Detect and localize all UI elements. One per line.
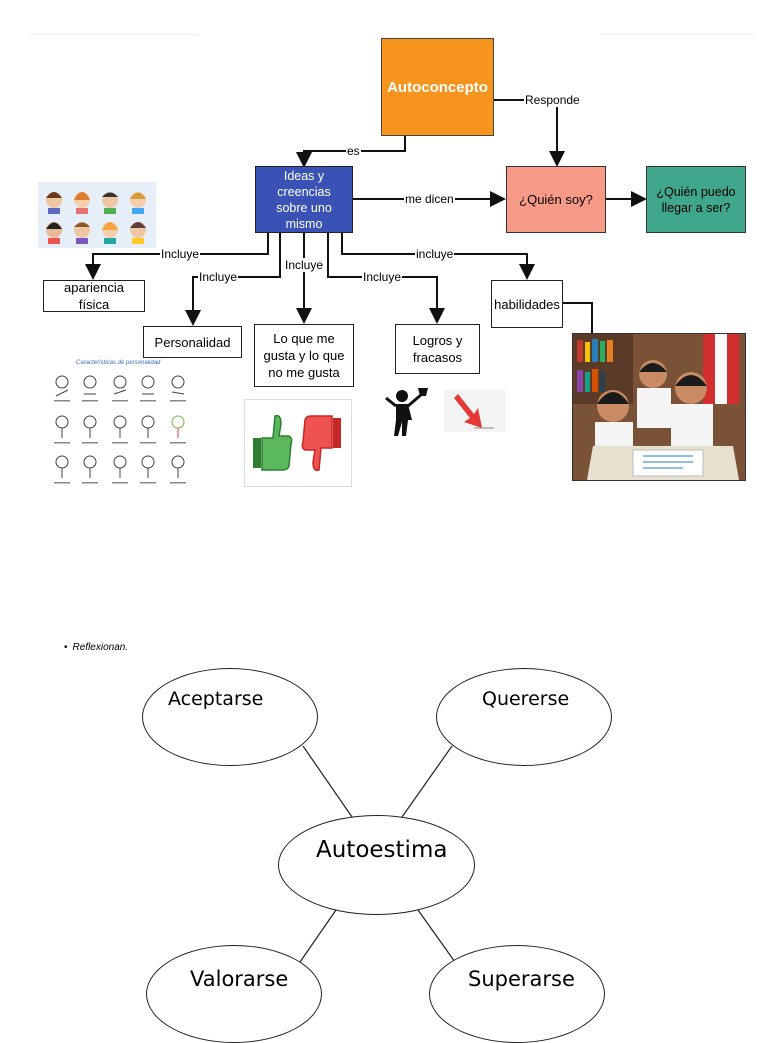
thumbs-down-icon <box>301 415 341 472</box>
top-rule-left <box>30 34 198 35</box>
personality-illustration: Características de personalidad <box>48 360 198 488</box>
logros-icons <box>385 388 506 436</box>
autoestima-label: Autoestima <box>316 837 448 863</box>
edge-label-responde: Responde <box>524 93 581 107</box>
reflexionan-bullet: • Reflexionan. <box>64 642 128 653</box>
bullet-dot: • <box>64 642 68 653</box>
habilidades-node: habilidades <box>491 280 563 328</box>
personalidad-label: Personalidad <box>154 334 231 350</box>
apariencia-label: apariencia física <box>64 280 124 312</box>
top-rule-right <box>600 34 755 35</box>
bullet-text: Reflexionan. <box>72 642 129 653</box>
faces-illustration <box>38 182 156 248</box>
quererse-ellipse <box>436 668 612 766</box>
ideas-label: Ideas y creencias sobre uno mismo <box>276 168 332 231</box>
apariencia-node: apariencia física <box>43 280 145 312</box>
aceptarse-label: Aceptarse <box>168 688 264 710</box>
quien-puedo-node: ¿Quién puedo llegar a ser? <box>646 166 746 233</box>
falling-arrow-icon <box>444 390 506 432</box>
logros-node: Logros y fracasos <box>395 324 480 374</box>
autoconcepto-node: Autoconcepto <box>381 38 494 136</box>
edge-label-incluye-habilidades: incluye <box>415 247 455 261</box>
gustos-label: Lo que me gusta y lo que no me gusta <box>263 331 345 380</box>
quererse-label: Quererse <box>482 688 570 710</box>
edge-label-incluye-personalidad: Incluye <box>198 270 239 284</box>
edge-label-incluye-gustos: Incluye <box>284 258 325 272</box>
edge-label-es: es <box>346 144 361 158</box>
ideas-node: Ideas y creencias sobre uno mismo <box>255 166 353 233</box>
faces-icon <box>46 192 146 244</box>
valorarse-ellipse <box>146 945 322 1043</box>
quien-soy-node: ¿Quién soy? <box>506 166 606 233</box>
students-photo <box>572 333 746 481</box>
logros-illustration <box>378 384 518 440</box>
edge-label-incluye-logros: Incluye <box>362 270 403 284</box>
quien-soy-label: ¿Quién soy? <box>519 192 593 207</box>
edge-label-incluye-apariencia: Incluye <box>160 247 201 261</box>
gustos-node: Lo que me gusta y lo que no me gusta <box>254 324 354 387</box>
valorarse-label: Valorarse <box>190 967 289 991</box>
trophy-person-icon <box>385 388 428 436</box>
superarse-label: Superarse <box>468 967 575 991</box>
logros-label: Logros y fracasos <box>412 333 463 365</box>
personalidad-node: Personalidad <box>143 326 242 358</box>
personality-icons <box>54 375 186 484</box>
thumbs-illustration <box>244 399 352 487</box>
personality-caption: Características de personalidad <box>76 360 161 366</box>
students-photo-illustration <box>573 334 745 480</box>
thumbs-icons <box>253 414 341 472</box>
edge-label-me-dicen: me dicen <box>404 192 455 206</box>
autoestima-ellipse <box>278 815 475 915</box>
autoconcepto-label: Autoconcepto <box>387 78 488 96</box>
quien-puedo-label: ¿Quién puedo llegar a ser? <box>656 184 736 215</box>
superarse-ellipse <box>429 945 605 1043</box>
aceptarse-ellipse <box>142 668 318 766</box>
habilidades-label: habilidades <box>494 296 560 312</box>
thumbs-up-icon <box>253 414 293 471</box>
